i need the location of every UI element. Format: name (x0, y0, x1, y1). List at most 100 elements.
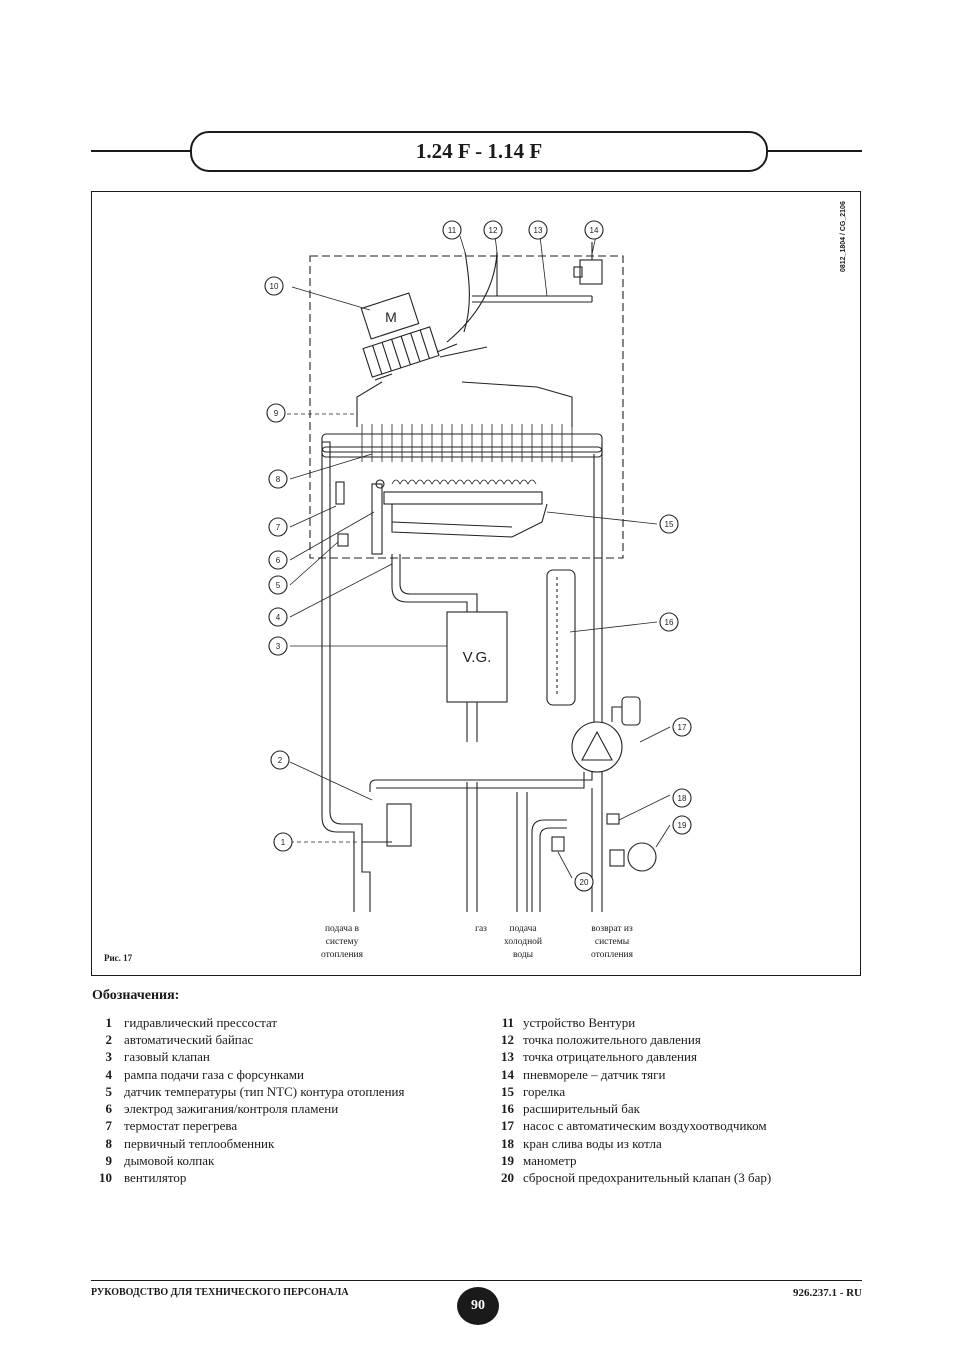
legend-title: Обозначения: (92, 988, 180, 1003)
connection-cold-water: подача холодной воды (504, 924, 542, 960)
callout-number: 20 (580, 878, 589, 887)
callout-circle (266, 403, 286, 423)
callout-number: 5 (276, 581, 281, 590)
legend-text: манометр (523, 1153, 577, 1169)
legend-item: 11 устройство Вентури (496, 1014, 862, 1031)
overheat-thermostat (335, 481, 345, 505)
callout-circle (268, 607, 288, 627)
legend-text: гидравлический прессостат (124, 1014, 278, 1030)
legend-text: устройство Вентури (523, 1014, 636, 1030)
legend-num: 12 (501, 1031, 514, 1047)
legend-num: 11 (501, 1014, 514, 1030)
legend-num: 5 (105, 1083, 113, 1099)
callout-number: 11 (448, 226, 457, 235)
callout-number: 10 (270, 282, 279, 291)
legend-text: датчик температуры (тип NTC) контура ото… (124, 1083, 405, 1099)
document-code: 926.237.1 - RU (792, 1287, 862, 1299)
legend-num: 8 (105, 1135, 113, 1151)
legend-item: 1 гидравлический прессостат (92, 1014, 482, 1031)
callout-number: 17 (678, 723, 687, 732)
legend-text: кран слива воды из котла (523, 1135, 662, 1151)
callout-circle (528, 220, 548, 240)
callout-number: 6 (276, 556, 281, 565)
legend-num: 4 (105, 1066, 113, 1082)
legend-num: 19 (501, 1153, 514, 1169)
legend-num: 16 (501, 1101, 514, 1117)
legend-text: точка отрицательного давления (523, 1049, 697, 1065)
expansion-vessel (546, 569, 576, 706)
legend-item: 16 расширительный бак (496, 1100, 862, 1117)
legend-text: рампа подачи газа с форсунками (124, 1066, 304, 1082)
legend-text: газовый клапан (124, 1049, 210, 1065)
legend-text: автоматический байпас (124, 1031, 254, 1047)
legend-item: 19 манометр (496, 1152, 862, 1169)
callout-number: 18 (678, 794, 687, 803)
legend-text: вентилятор (124, 1170, 187, 1186)
burner (383, 491, 543, 505)
legend-item: 5 датчик температуры (тип NTC) контура от… (92, 1083, 482, 1100)
legend-num: 1 (105, 1014, 113, 1030)
legend-num: 10 (99, 1170, 112, 1186)
ntc-sensor (337, 533, 349, 547)
gas-pipe (391, 554, 478, 612)
legend-num: 9 (105, 1153, 113, 1169)
legend-text: расширительный бак (523, 1101, 640, 1117)
legend-item: 8 первичный теплообменник (92, 1135, 482, 1152)
callout-number: 15 (665, 520, 674, 529)
callout-number: 4 (276, 613, 281, 622)
callout-number: 8 (276, 475, 281, 484)
callout-circle (672, 717, 692, 737)
hydraulic-pressure-switch (386, 803, 412, 847)
legend-text: сбросной предохранительный клапан (3 бар… (523, 1170, 772, 1186)
callout-number: 16 (665, 618, 674, 627)
callout-number: 2 (278, 756, 283, 765)
footer-manual-title: РУКОВОДСТВО ДЛЯ ТЕХНИЧЕСКОГО ПЕРСОНАЛА (91, 1287, 349, 1298)
safety-valve (551, 836, 565, 852)
callout-circle (672, 788, 692, 808)
legend-text: дымовой колпак (124, 1153, 215, 1169)
venturi (446, 251, 498, 343)
callout-circle (273, 832, 293, 852)
legend-text: насос с автоматическим воздухоотводчиком (523, 1118, 767, 1134)
legend-num: 18 (501, 1135, 514, 1151)
callout-circle (442, 220, 462, 240)
return-pipe (593, 442, 603, 722)
header-rule-right (764, 150, 862, 152)
valve-label: V.G. (463, 649, 492, 666)
fan-impeller (362, 326, 440, 378)
callout-number: 13 (534, 226, 543, 235)
legend-num: 7 (105, 1118, 113, 1134)
legend-num: 15 (501, 1083, 514, 1099)
callout-circle (574, 872, 594, 892)
legend-text: первичный теплообменник (124, 1135, 275, 1151)
connection-gas: газ (475, 924, 487, 934)
legend-item: 4 рампа подачи газа с форсунками (92, 1066, 482, 1083)
fan-outlet (374, 373, 393, 381)
legend-text: пневмореле – датчик тяги (523, 1066, 666, 1082)
callout-number: 19 (678, 821, 687, 830)
callout-circle (659, 612, 679, 632)
footer-rule (91, 1280, 862, 1281)
callout-circle (268, 517, 288, 537)
air-pressure-switch (579, 259, 603, 285)
page-number: 90 (457, 1287, 499, 1325)
callout-circle (268, 469, 288, 489)
legend-item: 10 вентилятор (92, 1170, 482, 1187)
callout-circle (659, 514, 679, 534)
page-title: 1.24 F - 1.14 F (190, 131, 768, 172)
callout-circle (483, 220, 503, 240)
drawing-code: 0812_1804 / CG_2106 (840, 201, 847, 272)
callout-number: 1 (281, 838, 286, 847)
sealed-chamber (309, 255, 624, 559)
